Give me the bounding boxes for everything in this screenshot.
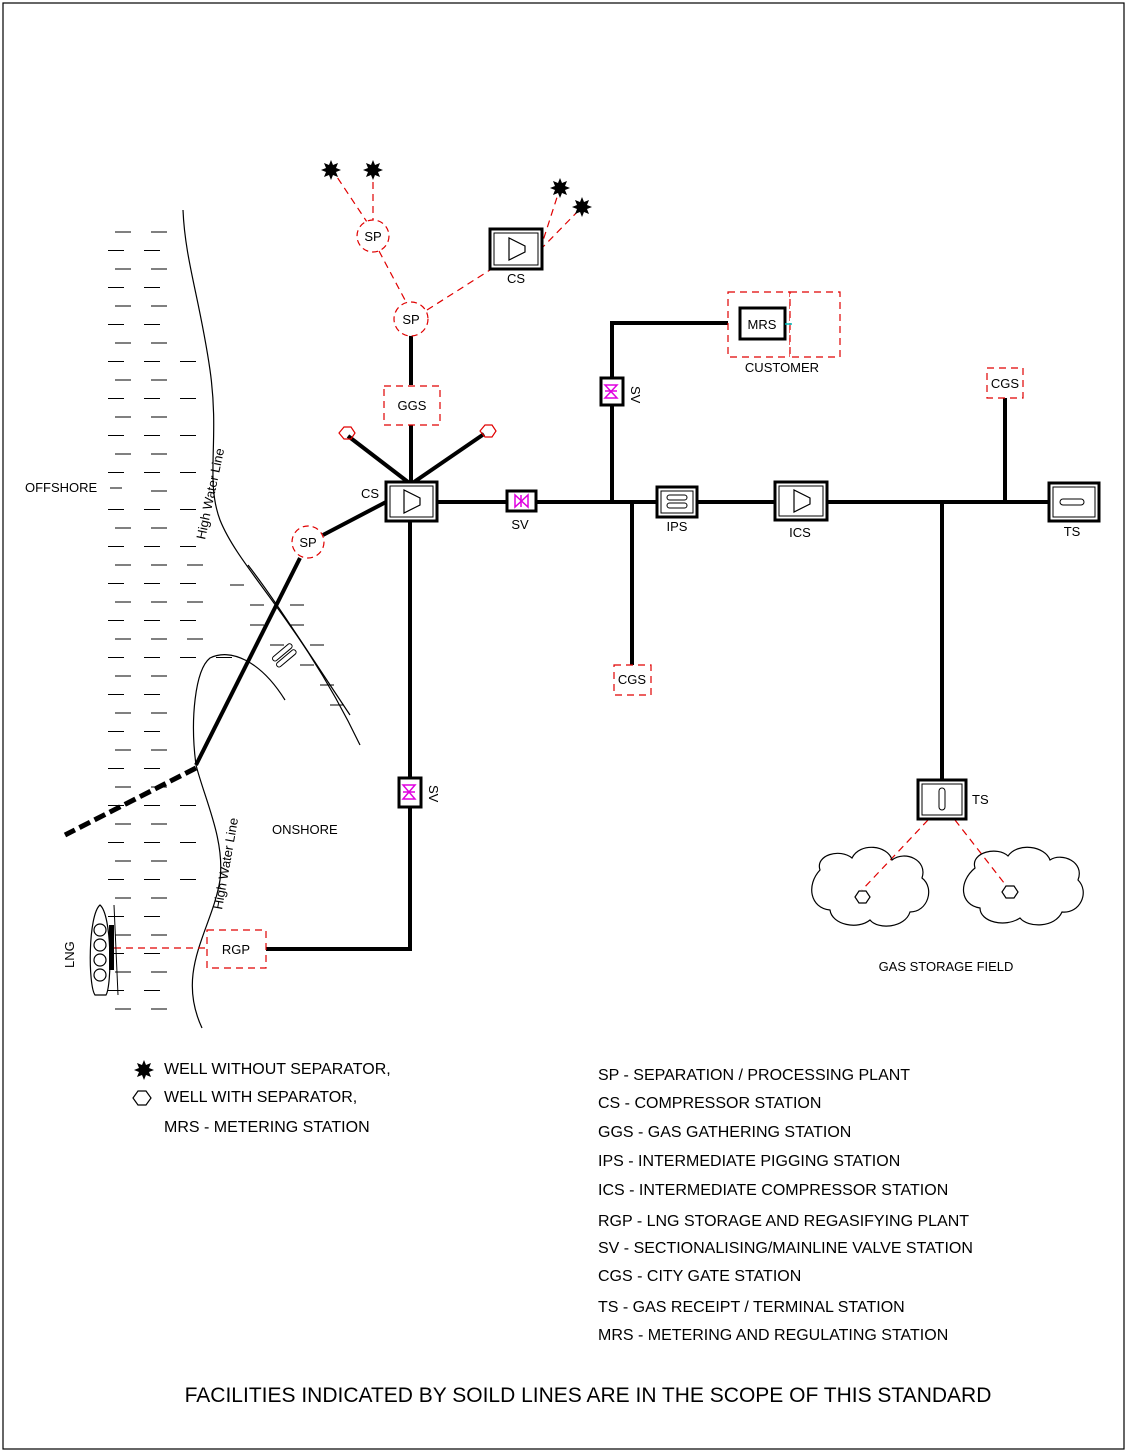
cgs-bottom-label: CGS [618,672,647,687]
ts-right-label: TS [1064,524,1081,539]
cs-top: CS [488,227,544,286]
legend-abbr-5: ICS - INTERMEDIATE COMPRESSOR STATION [598,1182,948,1199]
ts-bottom: TS [916,778,989,821]
sp-left-label: SP [299,535,316,550]
cs-main-label: CS [361,486,379,501]
sp-mid: SP [393,301,429,337]
legend-abbr-9: TS - GAS RECEIPT / TERMINAL STATION [598,1299,905,1316]
scope-footer-note: FACILITIES INDICATED BY SOILD LINES ARE … [185,1384,992,1407]
sp-top: SP [356,219,390,253]
sv-main-label: SV [511,517,529,532]
mrs-label: MRS [748,317,777,332]
gas-storage-field-left [811,846,930,927]
high-water-line-top-label: High Water Line [193,447,227,541]
compressor-icon [508,237,526,261]
hexagon-well-icon [338,426,356,440]
legend-abbr-8: CGS - CITY GATE STATION [598,1268,801,1285]
shoreline-lower [191,654,286,1029]
pig-icon [666,502,688,509]
gas-storage-field-right [962,846,1084,926]
ts-bottom-label: TS [972,792,989,807]
rgp: RGP [206,929,267,969]
rgp-label: RGP [222,942,250,957]
cgs-top-label: CGS [991,376,1020,391]
sp-mid-label: SP [402,312,419,327]
cgs-top: CGS [986,367,1024,399]
sv-bottom-label: SV [426,785,441,803]
ggs: GGS [383,385,441,426]
legend-abbr-2: CS - COMPRESSOR STATION [598,1095,821,1112]
ips-label: IPS [667,519,688,534]
well-star-icon [572,197,592,217]
cs-top-label: CS [507,271,525,286]
legend-symbol-2: WELL WITH SEPARATOR, [164,1089,357,1106]
valve-icon [603,384,619,399]
ts-right: TS [1047,481,1101,539]
sv-top: SV [599,376,643,407]
abbreviation-legend: SP - SEPARATION / PROCESSING PLANT CS - … [598,1067,973,1344]
valve-icon [401,784,417,800]
high-water-line-bottom-label: High Water Line [210,817,241,911]
sp-top-label: SP [364,229,381,244]
ics-label: ICS [789,525,811,540]
sea-hatching [108,231,344,1010]
lng-label: LNG [62,941,77,968]
legend-abbr-1: SP - SEPARATION / PROCESSING PLANT [598,1067,910,1084]
legend-symbol-3: MRS - METERING STATION [164,1119,370,1136]
legend-abbr-4: IPS - INTERMEDIATE PIGGING STATION [598,1153,900,1170]
pig-icon [666,494,688,501]
onshore-label: ONSHORE [272,822,338,837]
legend-abbr-3: GGS - GAS GATHERING STATION [598,1124,851,1141]
well-star-icon [363,160,383,180]
shore-pig-icon [272,643,297,668]
symbol-legend: WELL WITHOUT SEPARATOR, WELL WITH SEPARA… [132,1060,391,1136]
hexagon-well-icon [132,1090,152,1106]
cgs-bottom: CGS [613,664,652,696]
main-pipelines [63,321,1050,951]
ics: ICS [773,480,829,540]
offshore-label: OFFSHORE [25,480,98,495]
legend-symbol-1: WELL WITHOUT SEPARATOR, [164,1061,391,1078]
sv-top-label: SV [628,386,643,404]
ggs-label: GGS [398,398,427,413]
well-star-icon [550,178,570,198]
legend-abbr-10: MRS - METERING AND REGULATING STATION [598,1327,948,1344]
terminal-icon [1059,498,1085,506]
hexagon-well-icon [479,424,497,438]
customer-label: CUSTOMER [745,360,819,375]
well-without-separator-icons [321,160,592,217]
terminal-icon [938,787,946,811]
customer: MRS CUSTOMER [727,291,841,375]
offshore-pipeline-dashed [63,765,198,838]
gathering-lines [330,167,1009,891]
hexagon-well-icon [1001,885,1019,899]
sp-left: SP [291,525,325,559]
cs-main: CS [361,480,439,523]
legend-abbr-6: RGP - LNG STORAGE AND REGASIFYING PLANT [598,1213,969,1230]
well-star-icon [134,1060,154,1080]
legend-abbr-7: SV - SECTIONALISING/MAINLINE VALVE STATI… [598,1240,973,1257]
well-with-separator-icons [338,424,497,440]
ips: IPS [655,485,699,534]
shoreline-inner [247,564,351,716]
gas-storage-field-label: GAS STORAGE FIELD [879,959,1014,974]
sv-main: SV [505,489,538,532]
hexagon-well-icon [854,890,871,904]
compressor-icon [403,489,421,514]
compressor-icon [793,489,811,513]
lng-ship: LNG [62,904,119,996]
valve-icon [514,493,529,509]
well-star-icon [321,160,341,180]
sv-bottom: SV [397,776,441,809]
